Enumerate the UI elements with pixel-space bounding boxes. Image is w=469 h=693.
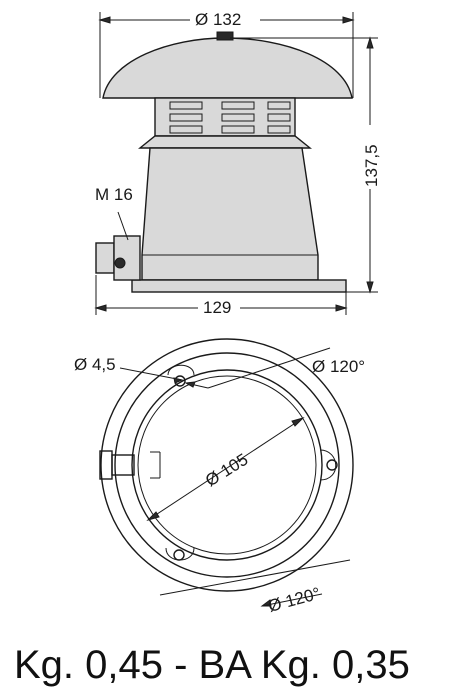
cable-gland — [95, 235, 141, 281]
inner-ring-2 — [137, 375, 317, 555]
rotor-slots — [169, 101, 291, 134]
top-view-gland — [99, 450, 161, 480]
side-view: M 16 Ø 132 137,5 129 — [94, 8, 381, 317]
housing-shoulder — [138, 135, 312, 149]
outer-ring — [100, 338, 354, 592]
angle-bottom-label: Ø 120° — [266, 584, 322, 616]
inner-ring — [131, 369, 323, 561]
weight-caption: Kg. 0,45 - BA Kg. 0,35 — [14, 643, 410, 687]
hole-diameter-label: Ø 4,5 — [74, 355, 116, 374]
mounting-lug-bottom — [165, 547, 195, 561]
top-view: Ø 4,5 Ø 120° Ø 105 Ø 120° — [74, 338, 365, 616]
mid-ring — [114, 352, 340, 578]
angle-top-label: Ø 120° — [312, 357, 365, 376]
thread-size-label: M 16 — [95, 185, 133, 204]
siren-dome — [102, 37, 353, 99]
siren-body — [141, 147, 319, 281]
base-flange — [131, 279, 347, 293]
inner-diameter-label: Ø 105 — [202, 450, 251, 491]
dome-knob — [216, 31, 234, 41]
mounting-lug-right — [319, 449, 338, 481]
base-width-label: 129 — [203, 298, 231, 317]
height-label: 137,5 — [362, 144, 381, 187]
rotor-housing — [154, 97, 296, 137]
top-diameter-label: Ø 132 — [195, 10, 241, 29]
